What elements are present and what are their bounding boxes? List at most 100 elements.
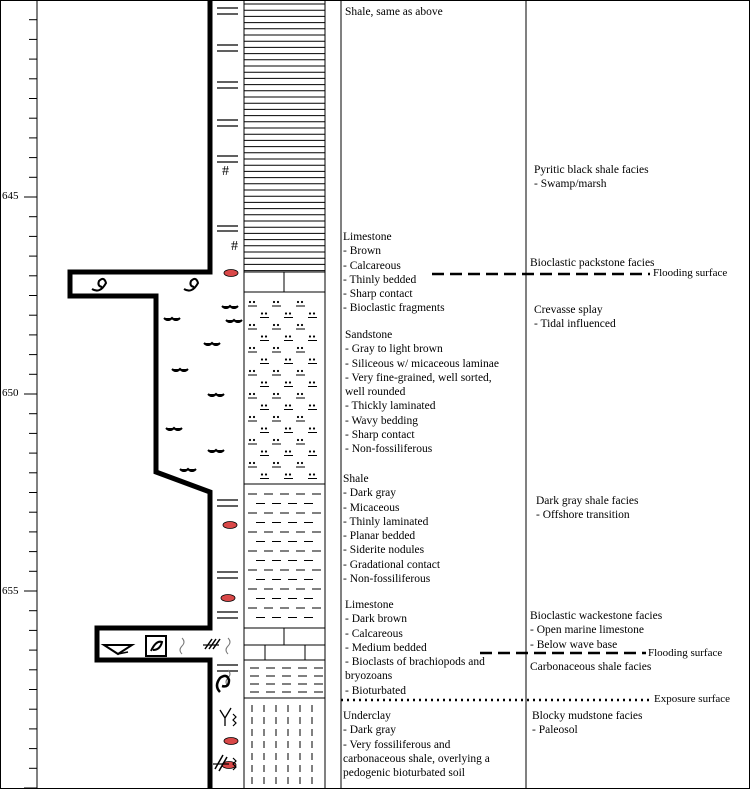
sand-grain bbox=[300, 415, 304, 419]
sand-grain bbox=[248, 300, 252, 304]
root-trace-icon bbox=[212, 638, 221, 650]
sand-grain bbox=[252, 346, 256, 350]
facies-line: Pyritic black shale facies bbox=[534, 164, 649, 176]
lithology-column bbox=[243, 0, 326, 789]
lithology-line: - Dark gray bbox=[343, 724, 397, 737]
sand-grain bbox=[288, 312, 292, 315]
ripple-icon bbox=[203, 341, 221, 346]
sand-grain bbox=[260, 335, 264, 338]
root-trace-icon bbox=[219, 707, 232, 726]
bioturbation-icon bbox=[232, 757, 237, 771]
sand-grain bbox=[248, 438, 252, 442]
facies-crevasse-splay: Crevasse splay - Tidal influenced bbox=[534, 303, 616, 332]
sand-grain bbox=[308, 335, 312, 338]
facies-line: Crevasse splay bbox=[534, 304, 603, 316]
lithology-line: - Planar bedded bbox=[343, 530, 416, 543]
sand-grain bbox=[312, 404, 316, 407]
sand-grain bbox=[284, 312, 288, 315]
lithology-line: carbonaceous shale, overlying a bbox=[343, 752, 490, 765]
pyrite-icon: # bbox=[222, 164, 229, 179]
sand-grain bbox=[272, 461, 276, 465]
sand-grain bbox=[312, 450, 316, 453]
lithology-line: Limestone bbox=[343, 231, 392, 243]
lithology-line: - Gradational contact bbox=[343, 558, 441, 571]
sand-grain bbox=[288, 427, 292, 430]
facies-dark-gray-shale: Dark gray shale facies - Offshore transi… bbox=[536, 494, 639, 523]
depth-label-650: 650 bbox=[2, 387, 19, 399]
depth-label-645: 645 bbox=[2, 190, 19, 202]
ripple-icon bbox=[171, 367, 189, 372]
sand-grain bbox=[308, 381, 312, 384]
siderite-nodule-icon bbox=[222, 521, 238, 529]
facies-line: - Below wave base bbox=[530, 638, 618, 651]
sand-grain bbox=[260, 404, 264, 407]
lithology-limestone-dark-brown: Limestone - Dark brown - Calcareous - Me… bbox=[345, 598, 485, 698]
sand-grain bbox=[288, 404, 292, 407]
sand-grain bbox=[284, 381, 288, 384]
lithology-line: - Calcareous bbox=[343, 259, 401, 272]
sand-grain bbox=[312, 473, 316, 476]
lithology-line: - Non-fossiliferous bbox=[345, 443, 433, 456]
lithology-line: - Very fine-grained, well sorted, bbox=[345, 371, 492, 384]
ripple-icon bbox=[221, 304, 239, 309]
sand-grain bbox=[300, 438, 304, 442]
lithology-line: - Brown bbox=[343, 245, 382, 258]
sand-grain bbox=[296, 346, 300, 350]
sand-grain bbox=[272, 438, 276, 442]
lithology-line: - Thinly laminated bbox=[343, 515, 429, 528]
sand-grain bbox=[248, 323, 252, 327]
bioturbation-icon bbox=[225, 637, 231, 655]
sand-grain bbox=[284, 404, 288, 407]
sand-grain bbox=[300, 461, 304, 465]
sand-grain bbox=[296, 461, 300, 465]
sand-grain bbox=[276, 461, 280, 465]
ripple-icon bbox=[165, 426, 183, 431]
lithology-line: - Thickly laminated bbox=[345, 400, 436, 413]
sand-grain bbox=[308, 427, 312, 430]
sand-grain bbox=[272, 369, 276, 373]
sand-grain bbox=[252, 415, 256, 419]
siderite-nodule-icon bbox=[220, 594, 236, 602]
sand-grain bbox=[288, 450, 292, 453]
sand-grain bbox=[300, 300, 304, 304]
sand-grain bbox=[252, 461, 256, 465]
lithology-line: - Very fossiliferous and bbox=[343, 738, 451, 751]
sand-grain bbox=[312, 335, 316, 338]
sand-grain bbox=[260, 427, 264, 430]
brachiopod-icon bbox=[91, 277, 108, 292]
sand-grain bbox=[260, 381, 264, 384]
lithology-line: - Medium bedded bbox=[345, 641, 427, 654]
sand-grain bbox=[308, 450, 312, 453]
lithology-line: - Sharp contact bbox=[345, 429, 415, 442]
sand-grain bbox=[264, 358, 268, 361]
sand-grain bbox=[296, 415, 300, 419]
root-trace-icon bbox=[204, 638, 213, 650]
lithology-line: - Non-fossiliferous bbox=[343, 573, 431, 586]
sand-grain bbox=[260, 358, 264, 361]
sand-grain bbox=[284, 450, 288, 453]
facies-carbonaceous-shale: Carbonaceous shale facies bbox=[530, 660, 651, 674]
sand-grain bbox=[284, 427, 288, 430]
sand-grain bbox=[276, 346, 280, 350]
sand-grain bbox=[260, 312, 264, 315]
root-trace-icon bbox=[214, 754, 224, 770]
ripple-icon bbox=[207, 448, 225, 453]
trough-cross-bedding-icon bbox=[117, 651, 129, 655]
sand-grain bbox=[264, 335, 268, 338]
trough-cross-bedding-icon bbox=[100, 644, 136, 656]
sand-grain bbox=[248, 461, 252, 465]
facies-bioclastic-packstone: Bioclastic packstone facies bbox=[530, 256, 655, 270]
sand-grain bbox=[312, 381, 316, 384]
sand-grain bbox=[308, 473, 312, 476]
lithology-limestone-brown: Limestone - Brown - Calcareous - Thinly … bbox=[343, 230, 445, 316]
lithology-shale-top: Shale, same as above bbox=[345, 5, 443, 19]
facies-line: Carbonaceous shale facies bbox=[530, 661, 652, 673]
sand-grain bbox=[252, 438, 256, 442]
facies-line: - Paleosol bbox=[532, 724, 578, 737]
sand-grain bbox=[284, 358, 288, 361]
lithology-line: - Gray to light brown bbox=[345, 343, 443, 356]
sand-grain bbox=[296, 369, 300, 373]
sand-grain bbox=[288, 473, 292, 476]
ripple-icon bbox=[225, 318, 243, 323]
sand-grain bbox=[296, 323, 300, 327]
